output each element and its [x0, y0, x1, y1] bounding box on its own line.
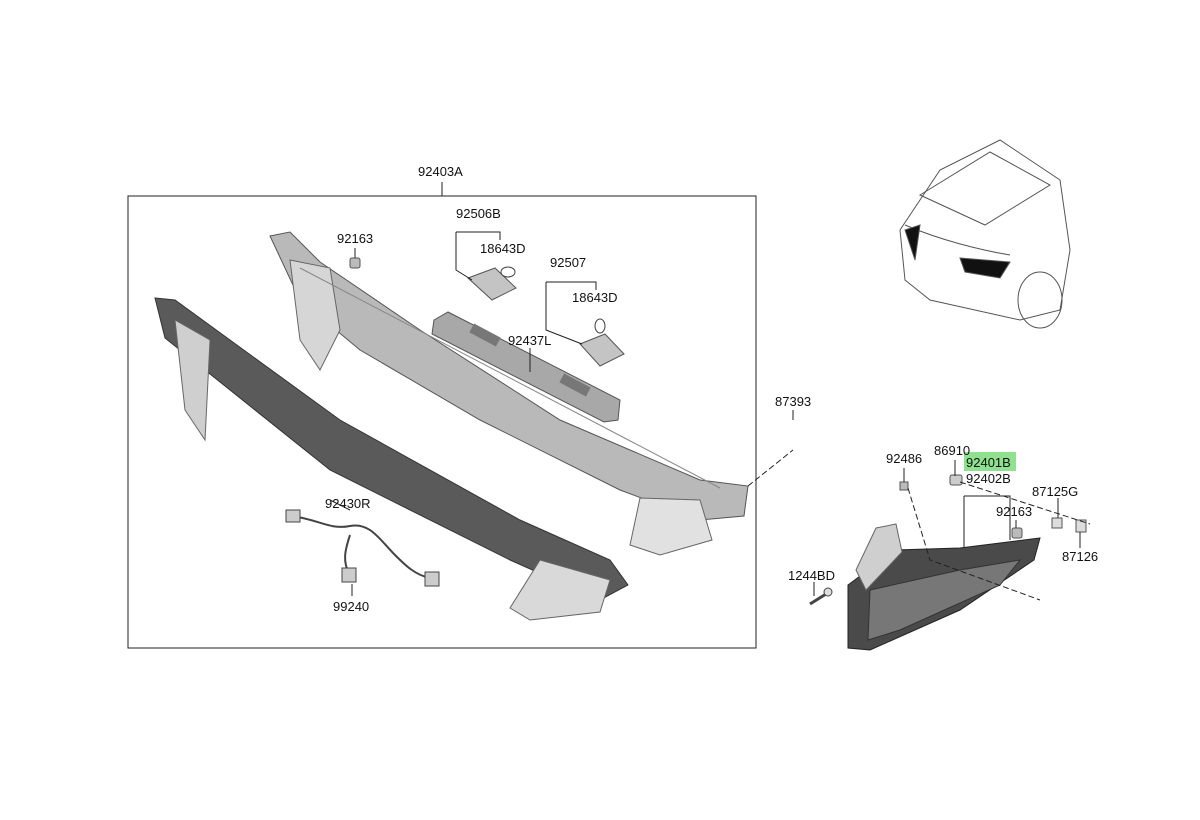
label-clip-1[interactable]: 86910: [934, 443, 970, 458]
housing-part[interactable]: [269, 231, 749, 556]
wiring-part[interactable]: [285, 509, 440, 587]
car-rear-view-icon: [899, 139, 1071, 329]
label-cover[interactable]: 92437L: [508, 333, 551, 348]
label-wiring[interactable]: 99240: [333, 599, 369, 614]
clip-1-part[interactable]: [949, 474, 963, 486]
license-lamp-2[interactable]: [579, 318, 625, 367]
label-grommet-1[interactable]: 92163: [337, 231, 373, 246]
label-bulb-1[interactable]: 18643D: [480, 241, 526, 256]
label-nut-1[interactable]: 87393: [775, 394, 811, 409]
label-clip-2[interactable]: 92486: [886, 451, 922, 466]
label-bulb-2[interactable]: 18643D: [572, 290, 618, 305]
label-bracket-lamp-2[interactable]: 92507: [550, 255, 586, 270]
label-lens[interactable]: 92430R: [325, 496, 371, 511]
leader-lines: [329, 231, 794, 596]
grommet-2-part[interactable]: [1011, 527, 1023, 539]
label-bracket-lamp-1[interactable]: 92506B: [456, 206, 501, 221]
clip-2-part[interactable]: [899, 481, 909, 491]
assembly-frame: [127, 195, 757, 649]
label-bolt[interactable]: 1244BD: [788, 568, 835, 583]
label-combination-lamp[interactable]: 92401B: [966, 455, 1011, 470]
label-screw-1[interactable]: 87126: [1062, 549, 1098, 564]
screw-1-part[interactable]: [1075, 519, 1087, 533]
cover-part[interactable]: [431, 311, 621, 423]
right-leader-lines: [813, 460, 1091, 601]
bolt-part[interactable]: [809, 587, 833, 606]
label-clip-3[interactable]: 87125G: [1032, 484, 1078, 499]
lens-part[interactable]: [154, 297, 629, 621]
label-combination-lamp-rh[interactable]: 92402B: [966, 471, 1011, 486]
combination-lamp-part[interactable]: [847, 523, 1041, 651]
clip-3-part[interactable]: [1051, 517, 1063, 529]
label-assembly[interactable]: 92403A: [418, 164, 463, 179]
grommet-1-part[interactable]: [349, 257, 361, 269]
highlight-box: [964, 452, 1016, 471]
license-lamp-1[interactable]: [467, 266, 517, 301]
label-grommet-2[interactable]: 92163: [996, 504, 1032, 519]
